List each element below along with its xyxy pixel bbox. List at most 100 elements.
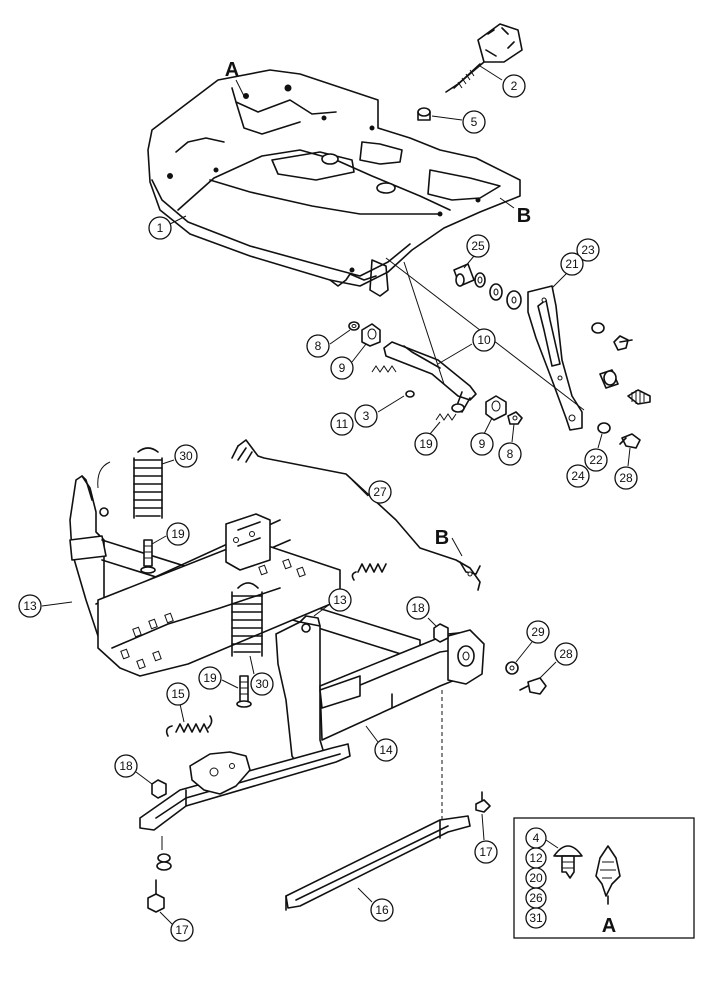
bolt-28-upper	[619, 433, 641, 449]
callout-label: 19	[171, 527, 185, 541]
callout-21: 21	[560, 252, 584, 276]
callout-label: 18	[411, 601, 425, 615]
callout-29: 29	[515, 620, 550, 663]
callout-14: 14	[365, 725, 398, 762]
lower-rail-16	[285, 815, 471, 911]
nut-lower-left	[156, 853, 172, 871]
callout-label: 17	[175, 923, 189, 937]
callout-30-lower: 30	[249, 655, 274, 696]
callout-27: 27	[351, 479, 392, 504]
spring-30-center	[231, 582, 263, 657]
callout-label: 30	[179, 449, 193, 463]
callout-22: 22	[584, 433, 608, 472]
callout-label: 19	[419, 437, 433, 451]
ref-letter-b-right: B	[517, 205, 531, 227]
inset-callout-label: 26	[529, 891, 543, 905]
callout-label: 3	[363, 409, 370, 423]
nut-18-upper	[433, 623, 449, 643]
callout-label: 15	[171, 687, 185, 701]
callout-18-upper: 18	[406, 596, 437, 627]
callout-label: 18	[119, 759, 133, 773]
nut-22	[597, 422, 611, 434]
pivot-link	[383, 341, 477, 413]
assembly-axis-line-2	[403, 261, 445, 385]
callout-8-lower: 8	[498, 423, 522, 466]
bushing-9-left	[361, 323, 381, 347]
ref-leader-b-right	[499, 197, 515, 209]
side-bracket	[527, 285, 583, 431]
callout-label: 9	[339, 361, 346, 375]
push-rivet	[553, 845, 583, 879]
slide-rail-left	[139, 743, 351, 831]
inset-callout-5: 31	[525, 907, 547, 929]
callout-13-left: 13	[18, 594, 73, 618]
callout-label: 21	[565, 257, 579, 271]
callout-3: 3	[354, 395, 405, 428]
inset-callout-3: 20	[525, 867, 547, 889]
callout-label: 2	[511, 79, 518, 93]
stud-25	[453, 263, 522, 310]
callout-label: 17	[479, 845, 493, 859]
spring-15	[165, 715, 213, 737]
callout-15: 15	[166, 682, 190, 723]
callout-label: 10	[477, 333, 491, 347]
callout-label: 27	[373, 485, 387, 499]
ref-letter-a-inset: A	[602, 915, 616, 937]
frame-bracket-center	[275, 615, 327, 769]
callout-label: 8	[315, 339, 322, 353]
bolt-right	[627, 389, 651, 405]
callout-13-center: 13	[313, 588, 352, 617]
callout-label: 24	[571, 469, 585, 483]
inset-callout-label: 12	[529, 851, 543, 865]
callout-2: 2	[479, 65, 526, 98]
callout-25: 25	[463, 234, 490, 269]
spring-19-small	[435, 413, 457, 421]
bushing-9-right	[485, 395, 507, 421]
spring-hook-left	[97, 461, 111, 489]
inset-callout-4: 26	[525, 887, 547, 909]
callout-label: 13	[23, 599, 37, 613]
callout-8-upper: 8	[306, 329, 351, 358]
callout-label: 28	[559, 647, 573, 661]
adjuster-knob	[445, 23, 523, 93]
callout-label: 29	[531, 625, 545, 639]
callout-24: 24	[566, 464, 590, 488]
ref-leader-b-link	[451, 537, 463, 557]
link-rod-27	[231, 439, 481, 591]
callout-17-right: 17	[474, 813, 498, 864]
callout-28-lower: 28	[539, 642, 578, 679]
callout-19-lower: 19	[198, 666, 239, 690]
spring-link	[351, 563, 387, 581]
nut-8-left	[348, 321, 360, 331]
callout-18-lower: 18	[114, 754, 153, 785]
callout-28-upper: 28	[614, 447, 638, 490]
spring-small-upper	[371, 365, 397, 373]
callout-10: 10	[437, 328, 496, 365]
ref-letter-a-top: A	[225, 59, 239, 81]
bolt-17-right	[475, 791, 491, 813]
callout-label: 23	[581, 243, 595, 257]
callout-9-lower: 9	[470, 417, 494, 456]
callout-label: 25	[471, 239, 485, 253]
bolt-17-left	[147, 879, 165, 913]
rear-bracket	[225, 513, 271, 571]
washer-29	[505, 661, 519, 675]
ref-leader-a-top	[235, 79, 245, 97]
callout-9-upper: 9	[330, 343, 367, 380]
bolt-upper-right	[613, 335, 633, 351]
nut-3	[405, 390, 415, 398]
stud-19-lower	[236, 675, 252, 708]
inset-callout-label: 31	[529, 911, 543, 925]
inset-callout-2: 12	[525, 847, 547, 869]
stud-19-upper	[140, 539, 156, 574]
bolt-28-lower	[519, 677, 547, 695]
bushing-5	[417, 107, 431, 121]
callout-label: 9	[479, 437, 486, 451]
callout-label: 22	[589, 453, 603, 467]
callout-label: 19	[203, 671, 217, 685]
callout-label: 5	[471, 115, 478, 129]
inset-leader	[545, 839, 559, 849]
callout-label: 14	[379, 743, 393, 757]
callout-label: 1	[157, 221, 164, 235]
